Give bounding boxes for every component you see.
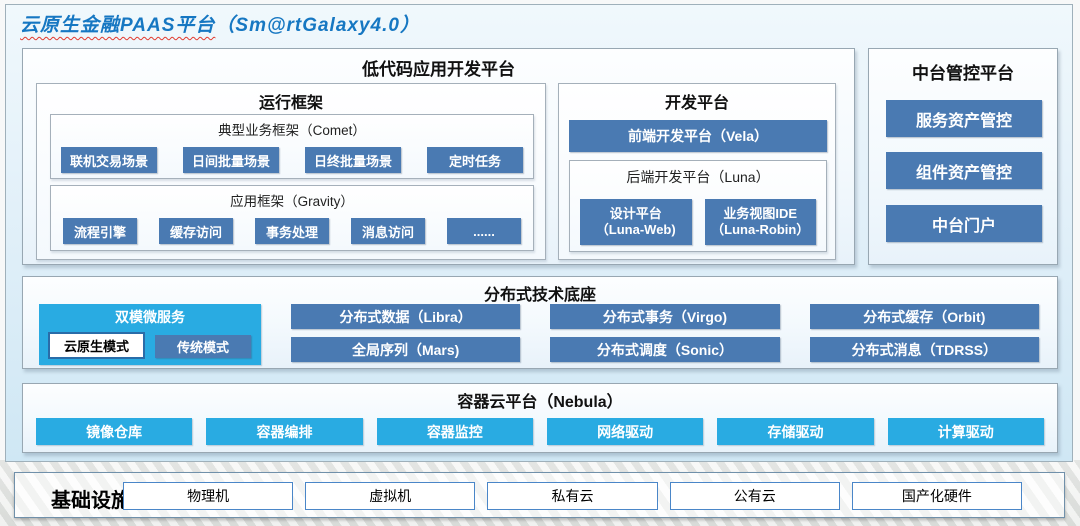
block-compute-driver: 计算驱动 — [887, 418, 1044, 445]
dev-platform-panel: 开发平台 前端开发平台（Vela） 后端开发平台（Luna） 设计平台 （Lun… — [558, 83, 836, 260]
block-storage-driver: 存储驱动 — [717, 418, 874, 445]
block-image-registry: 镜像仓库 — [36, 418, 193, 445]
dualmode-microservice-box: 双模微服务 云原生模式 传统模式 — [39, 304, 261, 365]
luna-item-row: 设计平台 （Luna-Web) 业务视图IDE （Luna-Robin） — [580, 199, 816, 245]
runtime-framework-title: 运行框架 — [258, 95, 323, 112]
block-container-monitoring: 容器监控 — [376, 418, 533, 445]
distributed-base-title: 分布式技术底座 — [483, 287, 596, 304]
block-midplatform-portal: 中台门户 — [886, 205, 1042, 242]
container-cloud-item-row: 镜像仓库 容器编排 容器监控 网络驱动 存储驱动 计算驱动 — [36, 418, 1044, 445]
block-scheduled-task: 定时任务 — [427, 147, 523, 173]
block-virgo-transaction: 分布式事务（Virgo) — [550, 304, 780, 329]
container-cloud-panel: 容器云平台（Nebula） 镜像仓库 容器编排 容器监控 网络驱动 存储驱动 计… — [22, 383, 1058, 453]
block-luna-robin: 业务视图IDE （Luna-Robin） — [704, 199, 816, 245]
block-ellipsis: ...... — [447, 218, 521, 244]
runtime-framework-panel: 运行框架 典型业务框架（Comet） 联机交易场景 日间批量场景 日终批量场景 … — [36, 83, 546, 260]
lowcode-platform-title: 低代码应用开发平台 — [362, 60, 515, 79]
block-cloud-native-mode: 云原生模式 — [48, 332, 145, 359]
midplatform-panel: 中台管控平台 服务资产管控 组件资产管控 中台门户 — [868, 48, 1058, 265]
block-sonic-scheduler: 分布式调度（Sonic） — [550, 337, 780, 362]
block-libra-data: 分布式数据（Libra） — [291, 304, 521, 329]
block-orbit-cache: 分布式缓存（Orbit) — [809, 304, 1039, 329]
block-tdrss-message: 分布式消息（TDRSS） — [809, 337, 1039, 362]
block-mars-sequence: 全局序列（Mars) — [291, 337, 521, 362]
block-online-trading: 联机交易场景 — [61, 147, 157, 173]
dev-platform-title: 开发平台 — [664, 95, 729, 112]
luna-robin-line1: 业务视图IDE — [723, 205, 798, 221]
block-vela-frontend: 前端开发平台（Vela） — [569, 120, 827, 152]
block-public-cloud: 公有云 — [669, 482, 840, 510]
infrastructure-item-row: 物理机 虚拟机 私有云 公有云 国产化硬件 — [123, 482, 1023, 510]
block-domestic-hardware: 国产化硬件 — [851, 482, 1023, 510]
distributed-base-panel: 分布式技术底座 双模微服务 云原生模式 传统模式 分布式数据（Libra） 分布… — [22, 276, 1058, 369]
block-service-asset-control: 服务资产管控 — [886, 100, 1042, 137]
midplatform-title: 中台管控平台 — [912, 64, 1014, 83]
container-cloud-title: 容器云平台（Nebula） — [457, 394, 623, 411]
block-container-orchestration: 容器编排 — [206, 418, 363, 445]
distributed-item-grid: 分布式数据（Libra） 分布式事务（Virgo) 分布式缓存（Orbit) 全… — [291, 304, 1039, 362]
block-physical-machine: 物理机 — [123, 482, 294, 510]
comet-framework-title: 典型业务框架（Comet） — [218, 123, 366, 138]
block-traditional-mode: 传统模式 — [155, 335, 251, 358]
block-transaction-processing: 事务处理 — [255, 218, 329, 244]
block-component-asset-control: 组件资产管控 — [886, 152, 1042, 189]
block-process-engine: 流程引擎 — [63, 218, 137, 244]
luna-robin-line2: （Luna-Robin） — [711, 222, 810, 237]
comet-item-row: 联机交易场景 日间批量场景 日终批量场景 定时任务 — [61, 147, 523, 173]
gravity-item-row: 流程引擎 缓存访问 事务处理 消息访问 ...... — [63, 218, 521, 244]
block-virtual-machine: 虚拟机 — [305, 482, 476, 510]
page-title: 云原生金融PAAS平台（Sm@rtGalaxy4.0） — [20, 10, 420, 37]
luna-web-line2: （Luna-Web) — [595, 222, 676, 237]
infrastructure-title: 基础设施 — [51, 490, 131, 512]
page-title-main: 云原生金融PAAS平台 — [20, 15, 216, 36]
comet-framework-box: 典型业务框架（Comet） 联机交易场景 日间批量场景 日终批量场景 定时任务 — [50, 114, 534, 179]
block-private-cloud: 私有云 — [487, 482, 658, 510]
block-eod-batch: 日终批量场景 — [305, 147, 401, 173]
block-cache-access: 缓存访问 — [159, 218, 233, 244]
lowcode-platform-panel: 低代码应用开发平台 运行框架 典型业务框架（Comet） 联机交易场景 日间批量… — [22, 48, 855, 265]
luna-web-line1: 设计平台 — [609, 205, 662, 221]
luna-backend-box: 后端开发平台（Luna） 设计平台 （Luna-Web) 业务视图IDE （Lu… — [569, 160, 827, 252]
gravity-framework-box: 应用框架（Gravity） 流程引擎 缓存访问 事务处理 消息访问 ...... — [50, 185, 534, 251]
infrastructure-strip: 基础设施 物理机 虚拟机 私有云 公有云 国产化硬件 — [14, 472, 1065, 518]
block-network-driver: 网络驱动 — [546, 418, 704, 445]
block-daytime-batch: 日间批量场景 — [183, 147, 279, 173]
gravity-framework-title: 应用框架（Gravity） — [230, 194, 354, 209]
page-title-suffix: （Sm@rtGalaxy4.0） — [215, 15, 420, 36]
luna-backend-title: 后端开发平台（Luna） — [626, 169, 770, 185]
block-luna-web: 设计平台 （Luna-Web) — [580, 199, 692, 245]
dualmode-title: 双模微服务 — [115, 309, 185, 325]
block-message-access: 消息访问 — [351, 218, 425, 244]
